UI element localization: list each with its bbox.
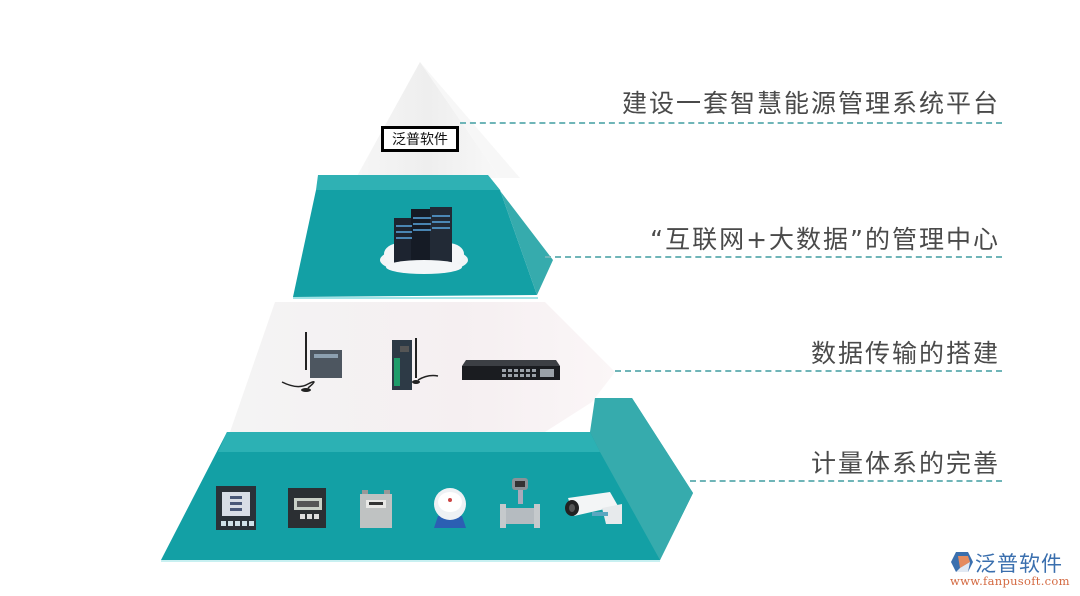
power-meter-icon	[216, 486, 258, 536]
tier-4-leader-line	[690, 480, 1002, 482]
wireless-dtu-icon	[278, 330, 348, 400]
flow-meter-icon	[500, 478, 542, 536]
tier-3-leader-line	[615, 370, 1002, 372]
gas-meter-icon	[360, 490, 394, 534]
tier-1-leader-line	[460, 122, 1002, 124]
din-rail-meter-icon	[288, 488, 330, 534]
tier-3-light	[230, 302, 615, 432]
tier-3-label: 数据传输的搭建	[810, 339, 1000, 368]
tier-1-apex	[356, 62, 520, 178]
tier-2-leader-line	[545, 256, 1002, 258]
tier-1-label: 建设一套智慧能源管理系统平台	[621, 89, 1000, 118]
brand-url: www.fanpusoft.com	[950, 574, 1070, 588]
brand-name: 泛普软件	[975, 552, 1063, 576]
tier-2-label: “互联网+大数据”的管理中心	[650, 225, 1000, 254]
watermark-label: 泛普软件	[381, 126, 459, 152]
water-meter-icon	[428, 486, 470, 534]
industrial-gateway-icon	[388, 334, 448, 398]
brand-logo: 泛普软件 www.fanpusoft.com	[948, 548, 1073, 588]
cloud-server-icon	[378, 204, 470, 280]
network-switch-icon	[462, 354, 562, 388]
camera-icon	[562, 490, 628, 534]
tier-4-label: 计量体系的完善	[810, 449, 1000, 478]
brand-mark-icon	[951, 552, 973, 572]
